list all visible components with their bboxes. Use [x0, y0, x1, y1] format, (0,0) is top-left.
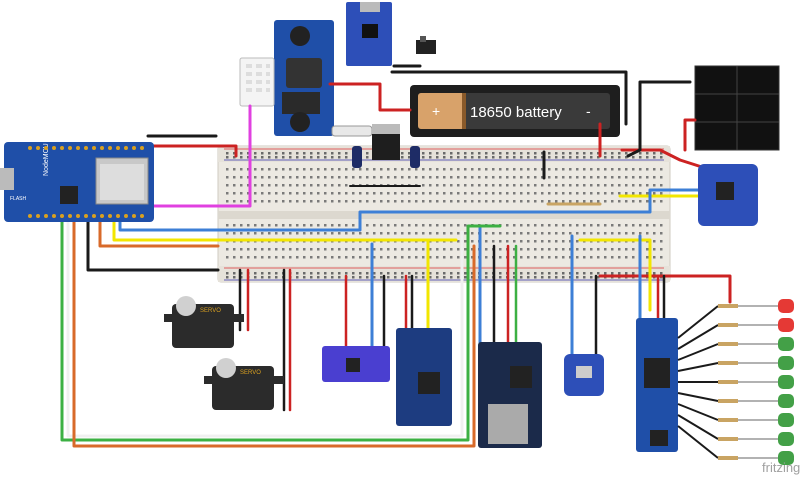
led	[677, 392, 794, 408]
fritzing-watermark: fritzing	[762, 460, 800, 475]
servo-motor: SERVO	[204, 358, 284, 410]
resistor	[718, 399, 738, 403]
pressure-sensor	[564, 354, 604, 396]
battery-plus-label: +	[432, 103, 440, 119]
capacitor	[352, 146, 420, 168]
resistor	[718, 304, 738, 308]
resistor	[718, 342, 738, 346]
nodemcu-board: NodeMCU V3 FLASH	[0, 133, 154, 222]
slide-switch	[416, 36, 436, 54]
nodemcu-label: NodeMCU V3	[43, 133, 50, 176]
servo-motor: SERVO	[164, 296, 244, 348]
led	[677, 403, 794, 427]
led	[677, 299, 794, 339]
resistor	[718, 437, 738, 441]
solar-panel	[694, 65, 780, 151]
fuse	[331, 125, 373, 137]
battery-holder: + 18650 battery -	[410, 85, 620, 137]
shift-register	[636, 318, 678, 452]
sd-card-module	[478, 342, 542, 448]
nodemcu-pins	[28, 146, 144, 218]
servo-brand-label: SERVO	[240, 370, 261, 376]
battery-label: 18650 battery	[470, 104, 562, 121]
led	[678, 375, 794, 389]
voltage-regulator	[372, 124, 400, 160]
adc-module	[698, 164, 758, 226]
resistor	[718, 361, 738, 365]
dc-dc-converter	[274, 20, 334, 136]
led	[677, 414, 794, 446]
nodemcu-flash-label: FLASH	[10, 196, 27, 202]
dht-sensor	[239, 57, 275, 107]
battery-minus-label: -	[586, 103, 591, 119]
servo-brand-label: SERVO	[200, 308, 221, 314]
resistor	[718, 380, 738, 384]
resistor	[718, 418, 738, 422]
led	[677, 356, 794, 372]
rtc-module	[396, 328, 452, 426]
led-array	[677, 299, 794, 465]
led	[677, 318, 794, 350]
breadboard	[217, 145, 671, 283]
resistor	[718, 323, 738, 327]
led	[677, 337, 794, 361]
led	[677, 425, 794, 465]
resistor	[718, 456, 738, 460]
charger-module	[346, 2, 392, 66]
accelerometer	[322, 346, 390, 382]
